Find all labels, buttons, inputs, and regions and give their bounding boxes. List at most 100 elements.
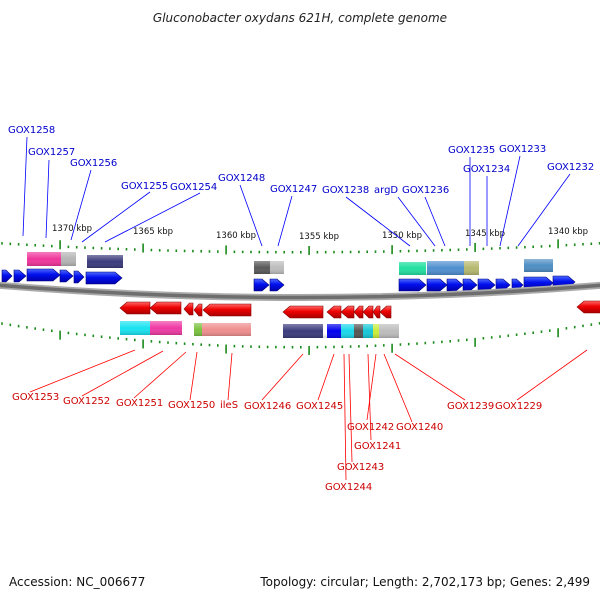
reverse-gene-labels: GOX1253 GOX1252 GOX1251 GOX1250 ileS GOX…	[12, 392, 542, 493]
leader-line	[81, 350, 164, 397]
minor-tick	[1, 242, 3, 245]
minor-tick	[208, 343, 211, 347]
minor-tick	[466, 338, 468, 342]
gene-label: GOX1236	[402, 185, 449, 196]
position-label: 1350 kbp	[382, 231, 422, 241]
leader-line	[277, 195, 293, 247]
minor-tick	[499, 335, 501, 338]
minor-tick	[524, 332, 526, 336]
reverse-gene-arrow	[119, 301, 151, 315]
forward-gene-arrow	[1, 269, 13, 283]
gene-label: GOX1235	[448, 145, 495, 156]
minor-tick	[192, 342, 194, 346]
minor-tick	[399, 249, 402, 253]
reverse-gene-track	[119, 300, 600, 319]
minor-tick	[84, 246, 86, 249]
minor-tick	[457, 248, 460, 251]
minor-tick	[424, 249, 427, 252]
minor-tick	[416, 342, 418, 345]
gene-label: GOX1255	[121, 181, 168, 192]
major-tick	[391, 343, 393, 353]
minor-tick	[532, 331, 534, 334]
minor-tick	[532, 245, 534, 249]
minor-tick	[67, 245, 70, 249]
minor-tick	[507, 334, 510, 337]
major-tick	[225, 344, 227, 354]
leader-line	[81, 191, 151, 243]
minor-tick	[92, 246, 95, 250]
gene-label: GOX1243	[337, 462, 384, 473]
minor-tick	[17, 324, 20, 328]
minor-tick	[283, 250, 285, 254]
reverse-gene-arrow	[362, 305, 374, 319]
minor-tick	[366, 250, 368, 254]
forward-gene-arrow	[269, 278, 285, 292]
position-label: 1360 kbp	[216, 231, 256, 241]
minor-tick	[9, 323, 12, 327]
gene-label: GOX1257	[28, 147, 75, 158]
minor-tick	[466, 248, 468, 251]
minor-tick	[241, 250, 244, 254]
gene-label: GOX1234	[463, 164, 510, 175]
leader-line	[70, 169, 92, 241]
minor-tick	[134, 248, 136, 251]
minor-tick	[598, 322, 600, 325]
minor-tick	[573, 325, 576, 329]
leader-line	[133, 351, 187, 399]
gene-label: GOX1251	[116, 398, 163, 409]
minor-tick	[482, 337, 485, 340]
minor-tick	[349, 345, 352, 348]
reverse-gene-arrow	[353, 305, 364, 319]
position-label: 1365 kbp	[133, 227, 173, 237]
leader-line	[383, 353, 413, 423]
leader-line	[499, 155, 521, 247]
minor-tick	[515, 333, 518, 336]
minor-tick	[582, 242, 584, 246]
minor-tick	[75, 246, 78, 249]
top-tick-row	[1, 239, 600, 255]
forward-gene-arrow	[253, 278, 270, 292]
reverse-gene-arrow	[183, 302, 194, 316]
minor-tick	[366, 344, 368, 348]
major-tick	[474, 337, 476, 347]
minor-tick	[407, 342, 410, 346]
forward-gene-arrow	[426, 278, 448, 292]
minor-tick	[383, 344, 385, 347]
minor-tick	[51, 329, 53, 333]
minor-tick	[67, 331, 70, 335]
minor-tick	[283, 345, 285, 349]
reverse-gene-arrow	[340, 305, 355, 319]
minor-tick	[217, 250, 219, 253]
minor-tick	[407, 249, 410, 253]
leader-line	[189, 351, 198, 401]
minor-tick	[100, 247, 103, 250]
minor-tick	[167, 341, 169, 344]
minor-tick	[341, 345, 344, 349]
gene-label: GOX1246	[244, 401, 291, 412]
gene-label: GOX1229	[495, 401, 542, 412]
minor-tick	[92, 334, 95, 338]
minor-tick	[490, 336, 493, 339]
gene-label: GOX1238	[322, 185, 369, 196]
gene-label: GOX1247	[270, 184, 317, 195]
leader-line	[261, 353, 304, 401]
leader-line	[516, 349, 588, 401]
minor-tick	[507, 246, 510, 250]
leader-line	[45, 159, 50, 239]
minor-tick	[117, 337, 119, 340]
gene-label: argD	[374, 185, 398, 196]
forward-gene-arrow	[73, 270, 85, 284]
minor-tick	[540, 330, 543, 333]
reverse-gene-arrow	[202, 303, 252, 317]
minor-tick	[499, 247, 501, 250]
minor-tick	[432, 341, 435, 344]
position-label: 1370 kbp	[52, 224, 92, 234]
minor-tick	[217, 344, 219, 347]
minor-tick	[84, 333, 86, 337]
minor-tick	[540, 245, 543, 248]
major-tick	[557, 239, 559, 249]
feature-shading	[87, 255, 123, 268]
reverse-gene-arrow	[372, 305, 381, 319]
minor-tick	[258, 345, 261, 349]
